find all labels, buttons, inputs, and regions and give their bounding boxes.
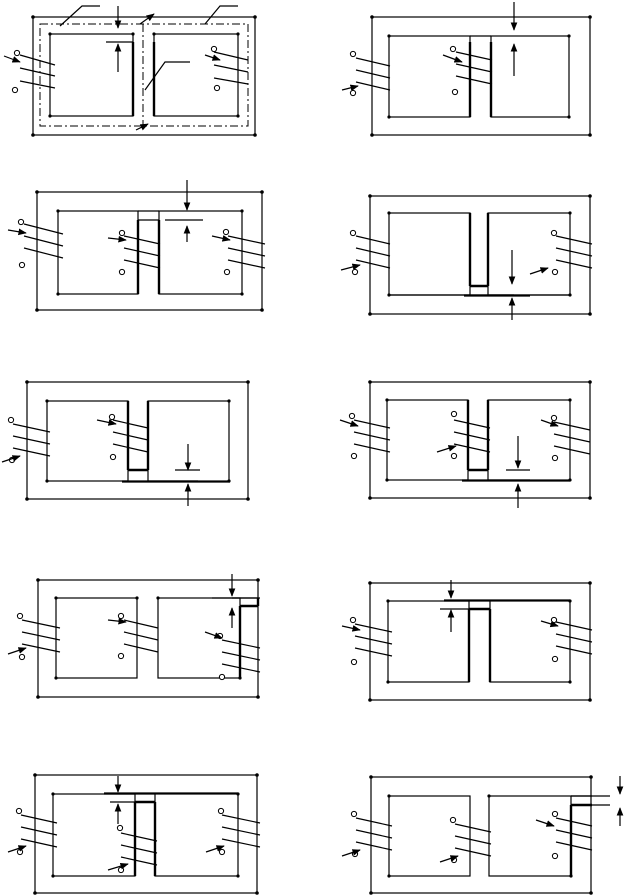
panel-5-core-gap-bottom-right xyxy=(1,380,250,506)
panel-9-core-gap-top-center xyxy=(7,773,261,895)
panel-10-core-gap-top-right xyxy=(341,775,624,895)
panel-8-core-gap-top-left xyxy=(341,580,593,702)
panel-4-core-gap-bottom xyxy=(340,194,593,320)
panel-6-core-gap-bottom-right-b xyxy=(339,380,592,508)
panel-2-core-center-gap-top xyxy=(341,2,592,137)
panel-7-core-gap-top-right xyxy=(7,574,261,699)
panel-1-core-with-flux-path xyxy=(3,5,257,137)
panel-3-three-windings xyxy=(7,180,266,312)
